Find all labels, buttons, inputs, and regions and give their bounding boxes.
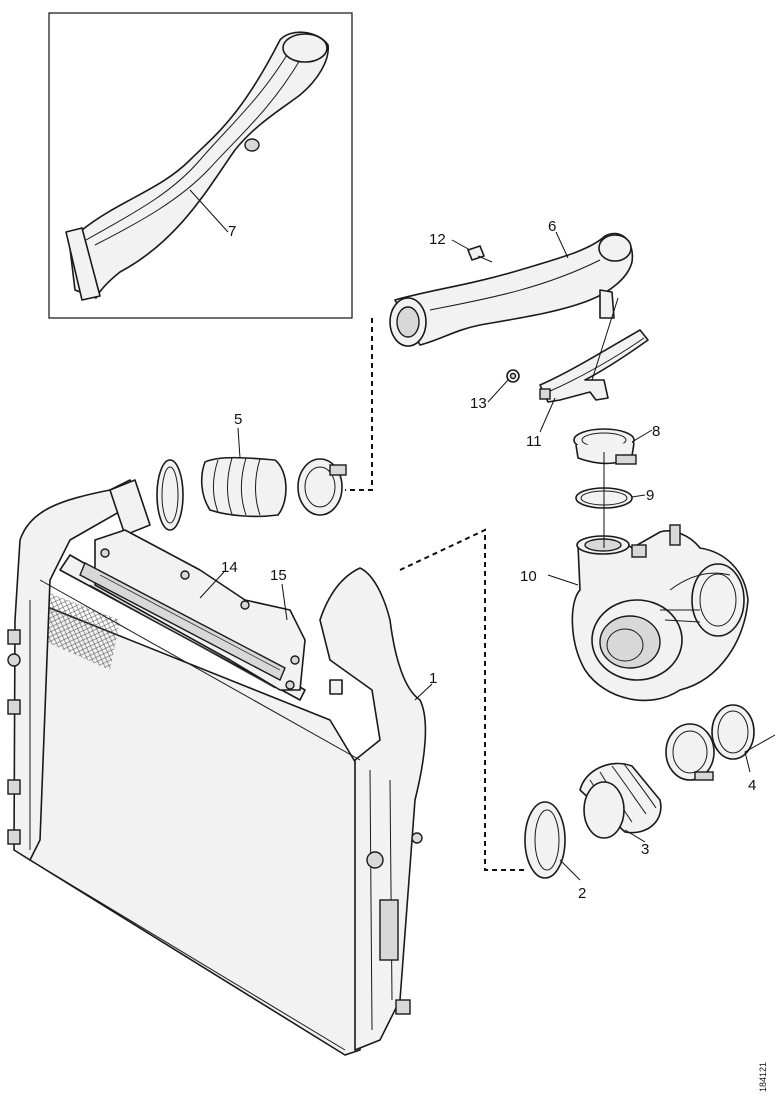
v-band-clamp-drawing [573, 428, 637, 465]
callout-10: 10 [520, 568, 537, 585]
assembly-lines [345, 318, 525, 871]
air-guide-rail-drawing [79, 562, 286, 689]
hose-clamp-lower-drawing [524, 801, 566, 879]
callout-labels: 1 2 3 4 5 6 7 8 9 10 11 12 13 14 15 [221, 218, 756, 902]
callout-2: 2 [578, 885, 586, 902]
hose-clamp-turbo-inlet-drawing [665, 704, 755, 781]
turbocharger-drawing [571, 524, 749, 702]
callout-11: 11 [526, 433, 542, 450]
bracket-drawing [539, 329, 649, 403]
figure-id: 184121 [758, 1062, 768, 1092]
charge-air-pipe-drawing [389, 232, 634, 347]
bolt-lower-drawing [506, 369, 520, 383]
callout-12: 12 [429, 231, 446, 248]
mounting-plate-drawing [94, 529, 306, 691]
callout-5: 5 [234, 411, 242, 428]
callout-14: 14 [221, 559, 238, 576]
small-bracket-drawing [329, 679, 343, 695]
callout-9: 9 [646, 487, 654, 504]
inset-frame [48, 12, 353, 319]
callout-3: 3 [641, 841, 649, 858]
intake-hose-lower-drawing [579, 762, 662, 839]
charge-air-pipe-alternative-drawing [65, 31, 329, 301]
callout-7: 7 [228, 223, 236, 240]
callout-6: 6 [548, 218, 556, 235]
intercooler-drawing [7, 479, 427, 1056]
callout-1: 1 [429, 670, 437, 687]
leader-lines [189, 189, 776, 881]
callout-13: 13 [470, 395, 487, 412]
bolt-upper-drawing [467, 245, 493, 263]
callout-8: 8 [652, 423, 660, 440]
intake-hose-upper-drawing [156, 456, 347, 531]
callout-15: 15 [270, 567, 287, 584]
callout-4: 4 [748, 777, 756, 794]
